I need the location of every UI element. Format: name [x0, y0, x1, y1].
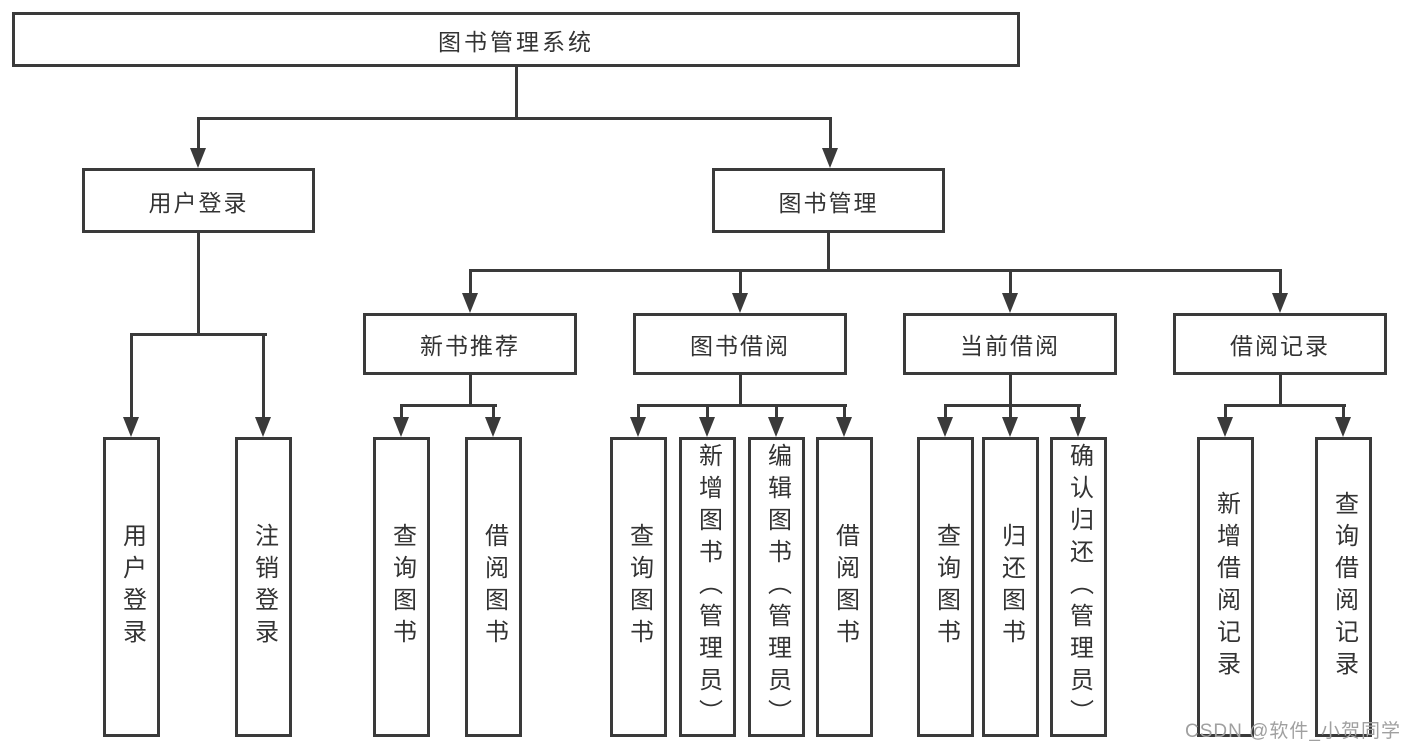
connector-line	[515, 67, 518, 118]
node-book-borrow: 图书借阅	[633, 313, 847, 375]
node-label: 用户登录	[118, 523, 146, 651]
arrow-down-icon	[190, 148, 206, 168]
connector-line	[400, 404, 403, 420]
node-label: 借阅记录	[1230, 333, 1330, 359]
leaf-add-book-admin: 新增图书（管理员）	[679, 437, 736, 737]
connector-line	[944, 404, 947, 420]
arrow-down-icon	[732, 293, 748, 313]
connector-line	[843, 404, 846, 420]
arrow-down-icon	[1070, 417, 1086, 437]
leaf-query-book-recommend: 查询图书	[373, 437, 430, 737]
leaf-borrow-book-recommend: 借阅图书	[465, 437, 522, 737]
arrow-down-icon	[123, 417, 139, 437]
node-label: 借阅图书	[480, 523, 508, 651]
node-label: 注销登录	[250, 523, 278, 651]
arrow-down-icon	[462, 293, 478, 313]
connector-line	[262, 333, 265, 419]
connector-line	[1279, 269, 1282, 295]
connector-line	[130, 333, 267, 336]
node-label: 查询借阅记录	[1330, 491, 1358, 683]
arrow-down-icon	[1002, 417, 1018, 437]
csdn-watermark: CSDN @软件_小贺同学	[1185, 721, 1401, 742]
node-label: 查询图书	[388, 523, 416, 651]
arrow-down-icon	[768, 417, 784, 437]
node-label: 查询图书	[932, 523, 960, 651]
connector-line	[829, 117, 832, 151]
leaf-confirm-return-admin: 确认归还（管理员）	[1050, 437, 1107, 737]
connector-line	[197, 117, 832, 120]
arrow-down-icon	[1217, 417, 1233, 437]
node-borrow-records: 借阅记录	[1173, 313, 1387, 375]
node-new-book-recommend: 新书推荐	[363, 313, 577, 375]
connector-line	[197, 233, 200, 336]
node-label: 图书管理系统	[438, 28, 594, 55]
node-book-management: 图书管理	[712, 168, 945, 233]
connector-line	[469, 269, 1282, 272]
node-label: 用户登录	[148, 189, 249, 216]
node-label: 图书管理	[778, 189, 879, 216]
node-label: 新书推荐	[420, 333, 520, 359]
leaf-query-book-current: 查询图书	[917, 437, 974, 737]
connector-line	[637, 404, 640, 420]
node-label: 归还图书	[997, 523, 1025, 651]
connector-line	[469, 375, 472, 407]
leaf-logout: 注销登录	[235, 437, 292, 737]
connector-line	[1224, 404, 1227, 420]
node-current-borrow: 当前借阅	[903, 313, 1117, 375]
arrow-down-icon	[1002, 293, 1018, 313]
connector-line	[1077, 404, 1080, 420]
connector-line	[1009, 404, 1012, 420]
node-label: 查询图书	[625, 523, 653, 651]
node-label: 借阅图书	[831, 523, 859, 651]
node-label: 图书借阅	[690, 333, 790, 359]
connector-line	[492, 404, 495, 420]
leaf-edit-book-admin: 编辑图书（管理员）	[748, 437, 805, 737]
connector-line	[739, 269, 742, 295]
arrow-down-icon	[255, 417, 271, 437]
leaf-borrow-book: 借阅图书	[816, 437, 873, 737]
arrow-down-icon	[393, 417, 409, 437]
connector-line	[944, 404, 1081, 407]
connector-line	[637, 404, 847, 407]
connector-line	[400, 404, 497, 407]
leaf-user-login: 用户登录	[103, 437, 160, 737]
node-label: 新增图书（管理员）	[694, 443, 722, 731]
node-label: 编辑图书（管理员）	[763, 443, 791, 731]
connector-line	[1224, 404, 1346, 407]
connector-line	[739, 375, 742, 407]
leaf-query-borrow-record: 查询借阅记录	[1315, 437, 1372, 737]
connector-line	[130, 333, 133, 419]
leaf-return-book: 归还图书	[982, 437, 1039, 737]
arrow-down-icon	[1272, 293, 1288, 313]
connector-line	[197, 117, 200, 151]
connector-line	[1342, 404, 1345, 420]
node-label: 确认归还（管理员）	[1065, 443, 1093, 731]
connector-line	[827, 233, 830, 272]
arrow-down-icon	[699, 417, 715, 437]
node-root-library-system: 图书管理系统	[12, 12, 1020, 67]
connector-line	[1279, 375, 1282, 407]
connector-line	[1009, 375, 1012, 407]
node-label: 当前借阅	[960, 333, 1060, 359]
leaf-add-borrow-record: 新增借阅记录	[1197, 437, 1254, 737]
node-user-login: 用户登录	[82, 168, 315, 233]
arrow-down-icon	[836, 417, 852, 437]
arrow-down-icon	[937, 417, 953, 437]
connector-line	[1009, 269, 1012, 295]
arrow-down-icon	[822, 148, 838, 168]
leaf-query-book-borrow: 查询图书	[610, 437, 667, 737]
arrow-down-icon	[630, 417, 646, 437]
arrow-down-icon	[1335, 417, 1351, 437]
connector-line	[775, 404, 778, 420]
node-label: 新增借阅记录	[1212, 491, 1240, 683]
arrow-down-icon	[485, 417, 501, 437]
connector-line	[469, 269, 472, 295]
connector-line	[706, 404, 709, 420]
